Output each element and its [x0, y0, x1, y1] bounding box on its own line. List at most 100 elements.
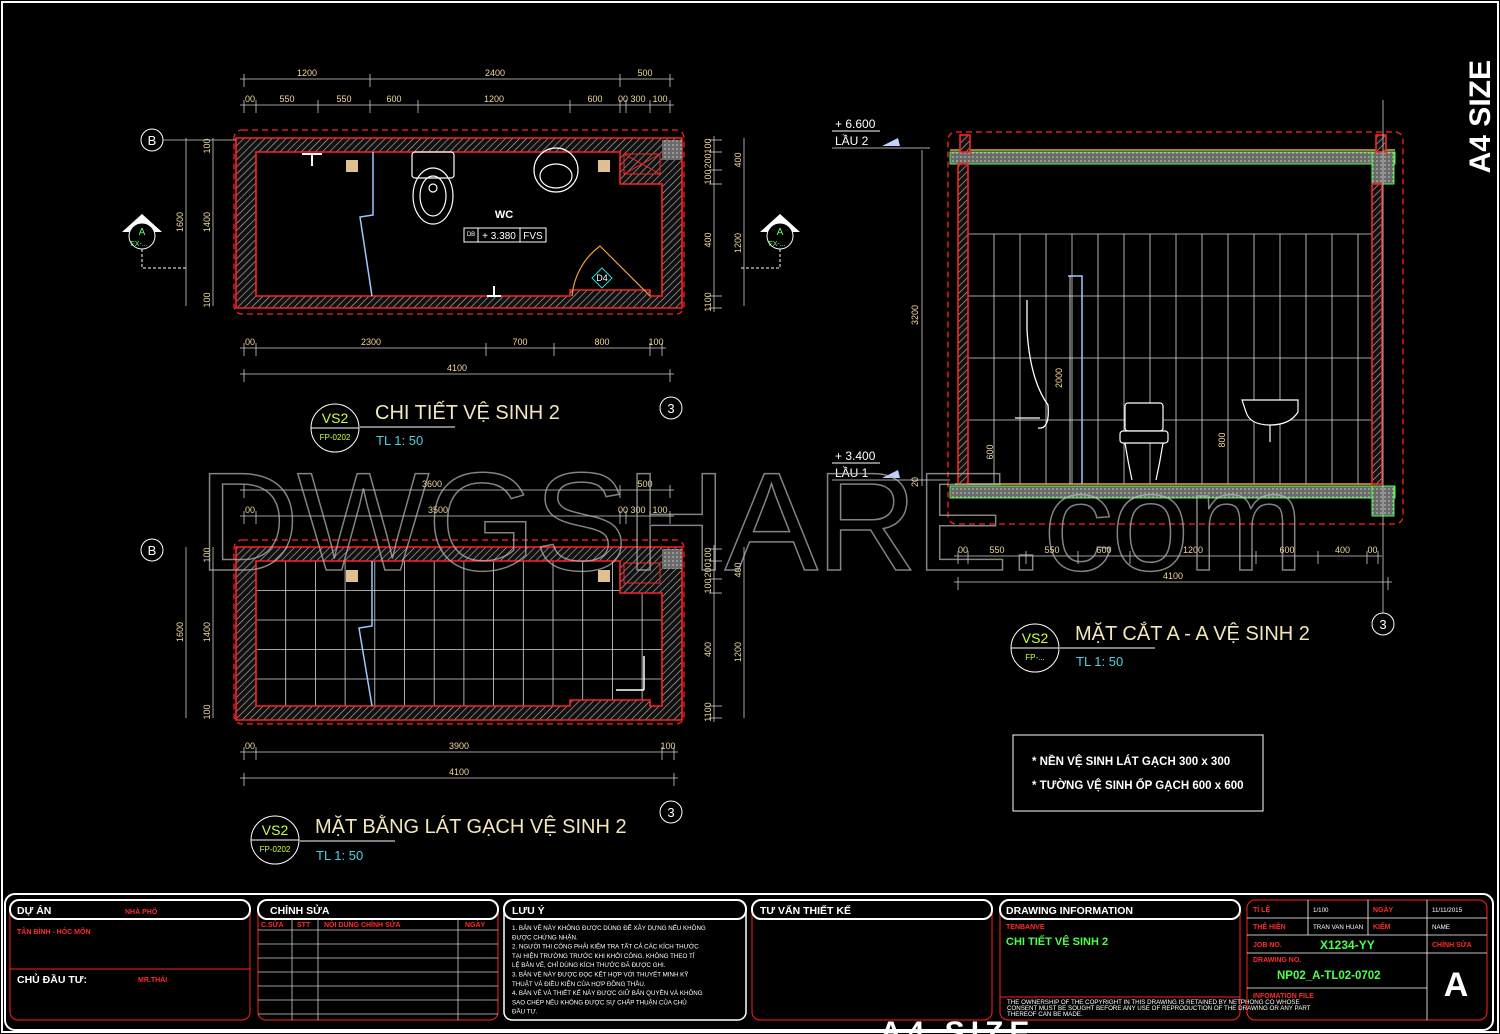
grid-label-3: 3	[1379, 617, 1386, 632]
project-label: DỰ ÁN	[17, 904, 51, 917]
dimension-label: 3900	[449, 741, 469, 751]
note-line: 1. BẢN VẼ NÀY KHÔNG ĐƯỢC DÙNG ĐỂ XÂY DỰN…	[512, 925, 706, 932]
note-line: ĐẦU TƯ.	[512, 1009, 538, 1016]
dimension-label: 600	[1279, 545, 1294, 555]
door-tag: D4	[596, 273, 608, 283]
dimension-label: 600	[587, 94, 602, 104]
plan-boundary-dashed	[233, 539, 685, 725]
dimension-label: 20	[910, 477, 920, 487]
drawing-scale: TL 1: 50	[376, 433, 423, 448]
section-marker-left: A FX-...	[122, 214, 186, 269]
level-box	[463, 227, 547, 243]
dimension-label: 550	[1044, 545, 1059, 555]
scale-label: TỈ LỆ	[1253, 905, 1270, 914]
dimension-label: 4100	[449, 767, 469, 777]
drawing-name: CHI TIẾT VỆ SINH 2	[1006, 935, 1108, 948]
dimension-label: 100	[703, 578, 713, 593]
dimension-label: 100	[703, 169, 713, 184]
level-marker-top: + 6.600 LẦU 2	[832, 117, 930, 149]
dimension-label: 400	[703, 232, 713, 247]
drawing-no-value: NP02_A-TL02-0702	[1277, 970, 1381, 982]
note-line: THUẬT VÀ ĐIỀU KIỆN CỦA HỢP ĐỒNG THẦU.	[512, 980, 646, 988]
level-marker-bottom: + 3.400 LẦU 1	[832, 449, 950, 481]
dimension-label: 550	[989, 545, 1004, 555]
sheet-info-table: TỈ LỆ 1/100 NGÀY 11/11/2015 THỂ HIỆN TRA…	[1246, 899, 1488, 1021]
dimension-label: 00	[245, 741, 255, 751]
dimension-label: 4100	[447, 363, 467, 373]
job-value: X1234-YY	[1320, 938, 1375, 952]
dimension-label: 1600	[175, 622, 185, 642]
sink-symbol	[533, 147, 579, 193]
svg-text:THE OWNERSHIP OF THE COPYRIGHT: THE OWNERSHIP OF THE COPYRIGHT IN THIS D…	[1007, 999, 1300, 1006]
note-line: LỆ BẢN VẼ, CHỈ DÙNG KÍCH THƯỚC ĐÃ ĐƯỢC G…	[512, 961, 666, 969]
dimension-label: 1600	[175, 212, 185, 232]
svg-text:FX-...: FX-...	[130, 241, 147, 248]
floor-drain-icon	[346, 570, 358, 582]
date-value: 11/11/2015	[1432, 907, 1463, 914]
tile-origin-arrows	[616, 656, 645, 691]
right-wall	[1371, 183, 1383, 485]
svg-text:A: A	[139, 227, 146, 238]
dimension-label: 550	[336, 94, 351, 104]
drawing-info-label: DRAWING INFORMATION	[1006, 905, 1133, 917]
rev-col: NGÀY	[465, 920, 486, 929]
revision-label: CHỈNH SỬA	[1432, 940, 1472, 949]
dimension-label: 800	[594, 337, 609, 347]
sheet-size-bottom: A4 SIZE	[880, 1016, 1035, 1034]
dimension-label: 700	[512, 337, 527, 347]
dimension-label: 00	[618, 94, 628, 104]
note-line: 4. BẢN VẼ VÀ THIẾT KẾ NÀY ĐƯỢC GIỮ BẢN Q…	[512, 990, 703, 997]
rev-col: C.SỬA	[261, 920, 284, 929]
dimension-label: 800	[1217, 432, 1227, 447]
dimension-label: 00	[245, 94, 255, 104]
level-code: DB	[467, 232, 475, 238]
drawing-info-panel: DRAWING INFORMATION TENBANVE CHI TIẾT VỆ…	[999, 899, 1311, 1021]
level-value: + 3.380	[482, 231, 516, 242]
drawing-no-label: DRAWING NO.	[1253, 957, 1301, 964]
svg-text:FX-...: FX-...	[768, 241, 785, 248]
dimension-label: 1200	[297, 68, 317, 78]
plan-walls	[235, 137, 683, 309]
dimension-label: 00	[618, 505, 628, 515]
dimension-label: 100	[202, 547, 212, 562]
left-wall	[957, 163, 969, 485]
dimension-label: 00	[1367, 545, 1377, 555]
duct	[623, 153, 661, 175]
dimension-label: 600	[386, 94, 401, 104]
note-line: ĐƯỢC CHỨNG NHẬN.	[512, 934, 578, 941]
project-location: TÂN BÌNH - HÓC MÔN	[17, 927, 91, 936]
shower-tap-icon	[302, 153, 322, 166]
check-value: NAME	[1432, 924, 1450, 931]
room-name: WC	[495, 209, 513, 221]
dimension-label: 400	[733, 562, 743, 577]
svg-text:A: A	[777, 227, 784, 238]
dimension-label: 300	[630, 505, 645, 515]
notes-label: LƯU Ý	[512, 904, 545, 917]
dimension-label: 00	[958, 545, 968, 555]
info-file-label: INFOMATION FILE	[1253, 993, 1314, 1000]
floor-drain-icon	[598, 160, 610, 172]
owner-label: CHỦ ĐẦU TƯ:	[17, 973, 87, 986]
dimension-label: 3200	[910, 305, 920, 325]
revisions-label: CHỈNH SỬA	[270, 904, 330, 917]
revisions-panel: CHỈNH SỬA C.SỬA STT NỘI DUNG CHỈNH SỬA N…	[257, 899, 499, 1021]
drawing-tag: VS2	[322, 410, 349, 426]
note-line: 2. NGƯỜI THI CÔNG PHẢI KIỂM TRA TẤT CẢ C…	[512, 944, 699, 951]
general-notes-panel: LƯU Ý 1. BẢN VẼ NÀY KHÔNG ĐƯỢC DÙNG ĐỂ X…	[503, 899, 747, 1021]
drawn-value: TRAN VAN HUAN	[1313, 924, 1363, 931]
toilet-symbol	[411, 151, 455, 225]
drawing-tag: VS2	[1022, 630, 1049, 646]
dimension-label: 1100	[703, 292, 713, 311]
dimension-label: 400	[733, 152, 743, 167]
drawing-title: MẶT BẰNG LÁT GẠCH VỆ SINH 2	[315, 814, 627, 838]
dimension-label: 100	[660, 741, 675, 751]
dimension-label: 3500	[428, 505, 448, 515]
dimension-label: 2400	[485, 68, 505, 78]
drawing-title: MẶT CẮT A - A VỆ SINH 2	[1075, 621, 1310, 645]
finish-code: FVS	[523, 231, 543, 242]
note-line: TẠI HIỆN TRƯỜNG TRƯỚC KHI KHỞI CÔNG. KHÔ…	[512, 952, 695, 960]
lower-slab	[949, 485, 1396, 499]
grid-bubble-3	[659, 800, 683, 824]
svg-text:THEREOF CAN BE MADE.: THEREOF CAN BE MADE.	[1007, 1011, 1083, 1018]
